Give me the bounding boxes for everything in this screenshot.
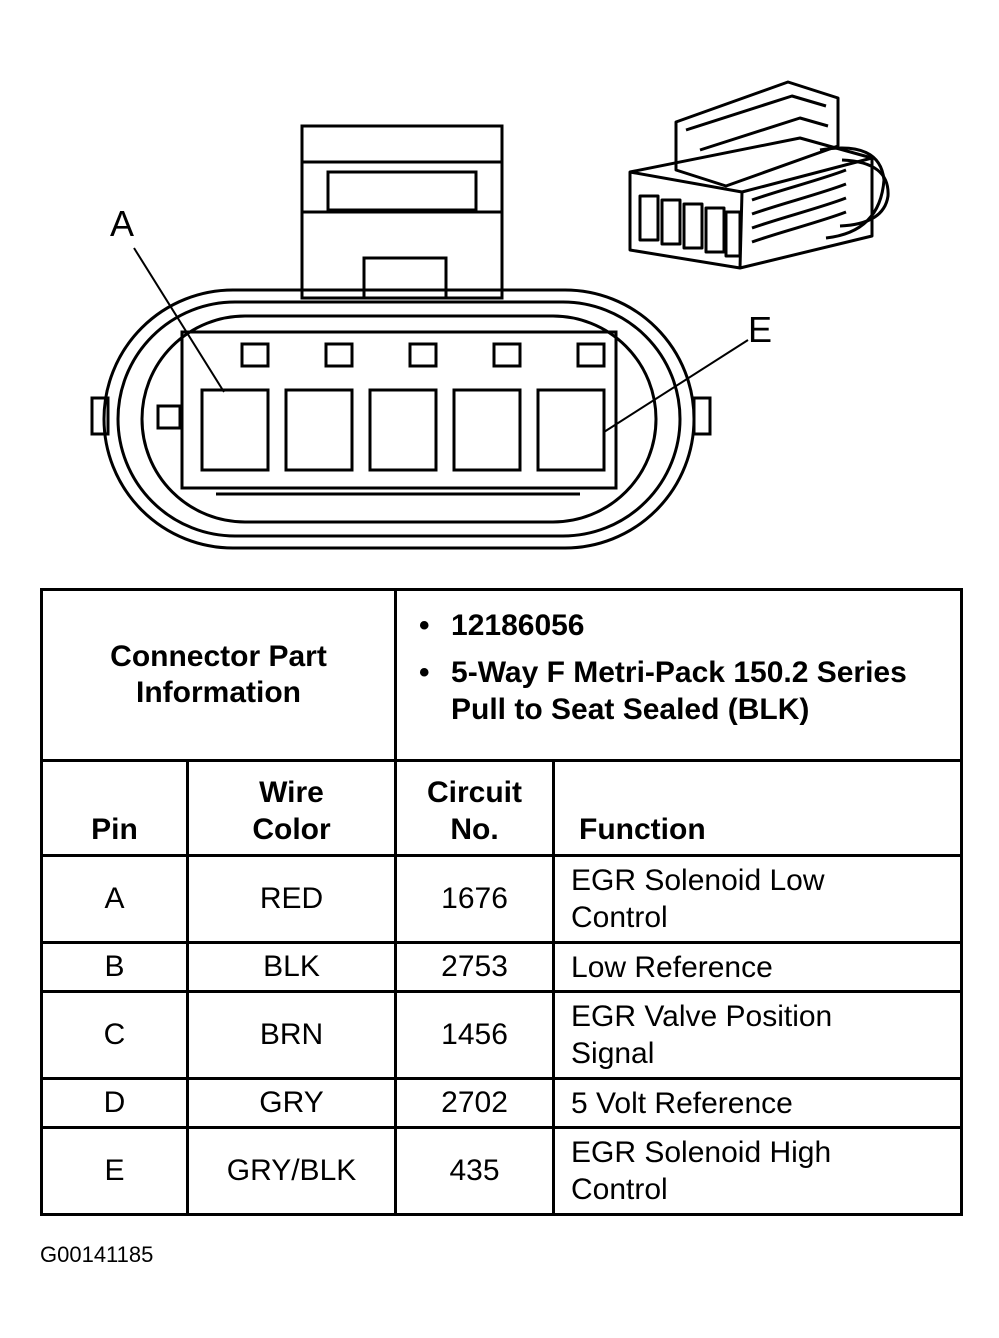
terminal-cavity-e xyxy=(536,388,606,472)
connector-isometric-view xyxy=(628,80,890,270)
circuit-cell: 2753 xyxy=(394,941,556,993)
circuit-cell: 1676 xyxy=(394,854,556,944)
connector-info-label: Connector Part Information xyxy=(39,588,398,762)
terminal-cavity-d xyxy=(452,388,522,472)
callout-leader-e xyxy=(603,339,749,433)
pin-cell: C xyxy=(40,990,189,1080)
pin-cell: A xyxy=(40,854,189,944)
circuit-column-header: Circuit No. xyxy=(394,759,556,857)
terminal-cavity-a xyxy=(200,388,270,472)
connector-face-view xyxy=(90,124,712,550)
part-number: 12186056 xyxy=(419,607,960,644)
connector-description: 5-Way F Metri-Pack 150.2 Series Pull to … xyxy=(419,654,960,728)
function-column-header: Function xyxy=(552,759,964,857)
wire-color-cell: GRY/BLK xyxy=(185,1126,398,1216)
table-row: C BRN 1456 EGR Valve Position Signal xyxy=(40,990,964,1080)
pin-cell: E xyxy=(40,1126,189,1216)
circuit-cell: 1456 xyxy=(394,990,556,1080)
connector-info-details: 12186056 5-Way F Metri-Pack 150.2 Series… xyxy=(394,588,964,762)
pin-column-header: Pin xyxy=(40,759,189,857)
terminal-cavity-b xyxy=(284,388,354,472)
circuit-cell: 2702 xyxy=(394,1077,556,1129)
table-row: D GRY 2702 5 Volt Reference xyxy=(40,1077,964,1129)
function-cell: Low Reference xyxy=(552,941,964,993)
table-row: A RED 1676 EGR Solenoid Low Control xyxy=(40,854,964,944)
callout-leader-a xyxy=(133,247,225,393)
function-cell: EGR Solenoid Low Control xyxy=(552,854,964,944)
function-cell: EGR Valve Position Signal xyxy=(552,990,964,1080)
connector-pinout-table: Connector Part Information 12186056 5-Wa… xyxy=(39,588,964,1216)
figure-id: G00141185 xyxy=(40,1242,154,1267)
circuit-cell: 435 xyxy=(394,1126,556,1216)
column-header-row: Pin Wire Color Circuit No. Function xyxy=(40,759,964,857)
wire-color-column-header: Wire Color xyxy=(185,759,398,857)
table-row: E GRY/BLK 435 EGR Solenoid High Control xyxy=(40,1126,964,1216)
callout-label-a: A xyxy=(110,203,134,244)
connector-diagram: A E xyxy=(90,80,890,550)
terminal-cavity-c xyxy=(368,388,438,472)
wire-color-cell: BLK xyxy=(185,941,398,993)
wire-color-cell: RED xyxy=(185,854,398,944)
wire-color-cell: BRN xyxy=(185,990,398,1080)
pin-cell: B xyxy=(40,941,189,993)
function-cell: 5 Volt Reference xyxy=(552,1077,964,1129)
function-cell: EGR Solenoid High Control xyxy=(552,1126,964,1216)
callout-label-e: E xyxy=(748,309,772,350)
wire-color-cell: GRY xyxy=(185,1077,398,1129)
table-row: B BLK 2753 Low Reference xyxy=(40,941,964,993)
connector-info-row: Connector Part Information 12186056 5-Wa… xyxy=(39,588,964,762)
pin-cell: D xyxy=(40,1077,189,1129)
